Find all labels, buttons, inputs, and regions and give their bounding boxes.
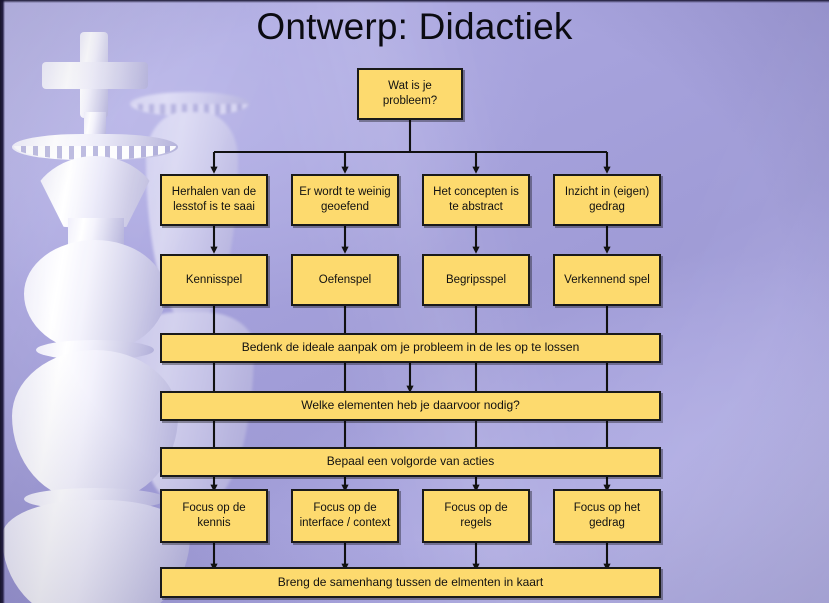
node-focus-4-label: Focus op het gedrag <box>573 502 641 529</box>
node-game-4[interactable]: Verkennend spel <box>553 254 661 306</box>
node-problem-1-label: Herhalen van de lesstof is te saai <box>171 186 257 213</box>
node-final[interactable]: Breng de samenhang tussen de elmenten in… <box>160 567 661 598</box>
slide-left-border <box>0 0 5 603</box>
node-focus-3[interactable]: Focus op de regels <box>422 489 530 543</box>
node-problem-2-label: Er wordt te weinig geoefend <box>299 186 391 213</box>
node-game-4-label: Verkennend spel <box>564 273 650 286</box>
node-root-label: Wat is je probleem? <box>382 80 438 107</box>
node-focus-1-label: Focus op de kennis <box>182 502 246 529</box>
node-game-1-label: Kennisspel <box>185 273 243 286</box>
node-focus-2-label: Focus op de interface / context <box>299 502 391 529</box>
node-focus-1[interactable]: Focus op de kennis <box>160 489 268 543</box>
node-problem-4-label: Inzicht in (eigen) gedrag <box>564 186 650 213</box>
node-game-2-label: Oefenspel <box>318 273 372 286</box>
node-root[interactable]: Wat is je probleem? <box>357 68 463 120</box>
node-game-3[interactable]: Begripsspel <box>422 254 530 306</box>
node-step-2-label: Welke elementen heb je daarvoor nodig? <box>301 398 520 413</box>
node-focus-4[interactable]: Focus op het gedrag <box>553 489 661 543</box>
node-focus-2[interactable]: Focus op de interface / context <box>291 489 399 543</box>
node-game-1[interactable]: Kennisspel <box>160 254 268 306</box>
node-final-label: Breng de samenhang tussen de elmenten in… <box>277 574 544 589</box>
node-step-3-label: Bepaal een volgorde van acties <box>326 454 495 469</box>
node-focus-3-label: Focus op de regels <box>444 502 508 529</box>
slide-top-border <box>0 0 829 3</box>
node-problem-3[interactable]: Het concepten is te abstract <box>422 174 530 226</box>
node-game-3-label: Begripsspel <box>445 273 507 286</box>
page-title: Ontwerp: Didactiek <box>256 6 573 47</box>
node-step-2[interactable]: Welke elementen heb je daarvoor nodig? <box>160 391 661 421</box>
node-step-1[interactable]: Bedenk de ideale aanpak om je probleem i… <box>160 333 661 363</box>
node-problem-4[interactable]: Inzicht in (eigen) gedrag <box>553 174 661 226</box>
node-problem-3-label: Het concepten is te abstract <box>433 186 519 213</box>
node-step-3[interactable]: Bepaal een volgorde van acties <box>160 447 661 477</box>
node-game-2[interactable]: Oefenspel <box>291 254 399 306</box>
node-problem-1[interactable]: Herhalen van de lesstof is te saai <box>160 174 268 226</box>
node-step-1-label: Bedenk de ideale aanpak om je probleem i… <box>241 340 580 355</box>
node-problem-2[interactable]: Er wordt te weinig geoefend <box>291 174 399 226</box>
